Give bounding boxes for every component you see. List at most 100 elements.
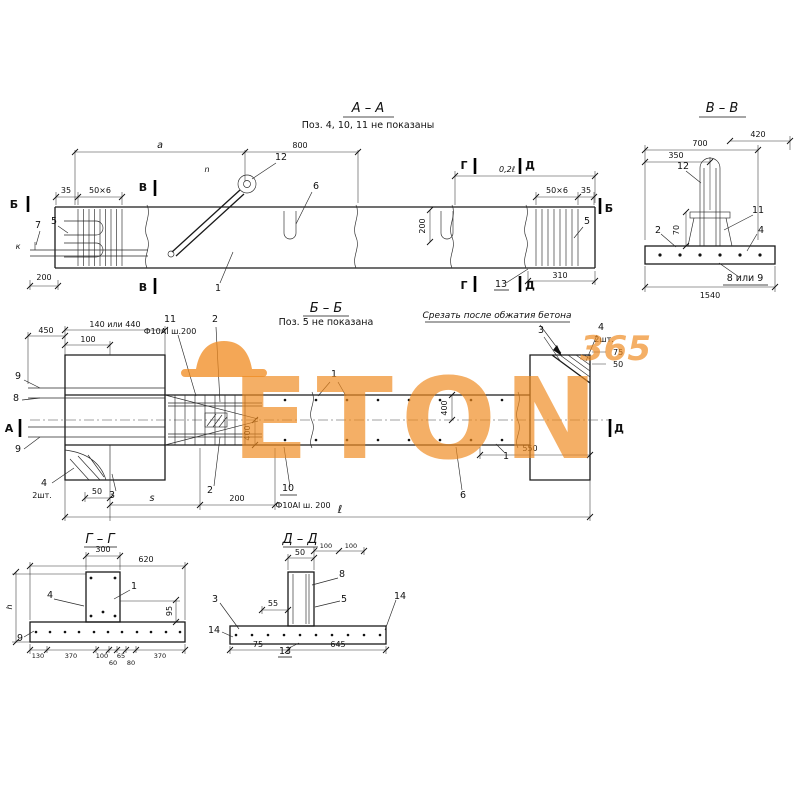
pos-8: 8 (13, 393, 19, 404)
section-bb: Б – Б Поз. 5 не показана Срезать после о… (5, 301, 624, 521)
extension-lines (29, 150, 596, 290)
dim-550: 550 (522, 444, 537, 453)
leader-lines (219, 577, 397, 649)
dimension-lines (30, 151, 595, 287)
beam-outline (54, 206, 596, 269)
watermark-number: 365 (580, 329, 651, 369)
section-vv: В – В 700 420 350 70 12 11 2 4 8 или 9 1… (641, 101, 794, 300)
dim-620: 620 (138, 555, 153, 564)
pos-10-spec: Ф10АI ш. 200 (275, 501, 330, 510)
dim-chain-370a: 370 (65, 652, 77, 660)
pos-3-bottom: 3 (109, 490, 115, 501)
right-end-stirrups (535, 209, 579, 266)
pos-4-right-qty: 2шт. (594, 335, 614, 344)
dim-35-right: 35 (581, 186, 591, 195)
section-aa-title: А – А (351, 101, 385, 116)
pos-8-or-9: 8 или 9 (727, 273, 764, 284)
section-dd: Д – Д 50 100 100 8 5 3 14 14 13 55 75 64… (208, 532, 406, 658)
pos-6: 6 (460, 490, 466, 501)
dim-55: 55 (268, 599, 278, 608)
pos-4-right: 4 (598, 322, 604, 333)
strand-lines (28, 387, 165, 438)
dim-350: 350 (668, 151, 683, 160)
pos-5-right: 5 (584, 216, 590, 227)
dim-k: к (16, 242, 21, 251)
pos-2-top: 2 (212, 314, 218, 325)
dim-100: 100 (80, 335, 95, 344)
stirrup-hooks (283, 211, 454, 240)
marker-b-left: Б (10, 198, 18, 211)
left-end-stirrups (77, 209, 123, 266)
dim-ticks (26, 148, 599, 290)
pos-2-bottom: 2 (207, 485, 213, 496)
pos-4: 4 (47, 590, 53, 601)
flange-rebar-dots (234, 633, 382, 637)
dim-ticks (641, 137, 794, 291)
corner-arc-hatch (64, 445, 111, 481)
dim-75: 75 (253, 640, 263, 649)
dim-s: s (150, 493, 155, 504)
dim-95: 95 (165, 606, 174, 616)
pos-9-bottom: 9 (15, 444, 21, 455)
marker-d-right: Д (614, 422, 624, 435)
dim-700: 700 (692, 139, 707, 148)
break-lines (145, 204, 528, 269)
section-vv-title: В – В (706, 101, 739, 116)
leader-lines (23, 589, 131, 638)
pos-13: 13 (495, 279, 507, 290)
dim-200-left: 200 (36, 273, 51, 282)
dim-35-left: 35 (61, 186, 71, 195)
extension-lines (12, 552, 186, 654)
pos-5-left: 5 (51, 216, 57, 227)
dimension-lines (15, 555, 185, 651)
marker-b-right: Б (605, 202, 613, 215)
stem-outline (287, 571, 315, 627)
dim-chain-370b: 370 (154, 652, 166, 660)
dim-140-or-440: 140 или 440 (89, 320, 140, 329)
extension-lines (27, 326, 591, 521)
pos-11: 11 (164, 314, 176, 325)
dim-75: 75 (613, 348, 623, 357)
dim-02l: 0,2ℓ (499, 165, 515, 174)
pos-4-left-qty: 2шт. (32, 491, 52, 500)
section-gg-title: Г – Г (85, 532, 116, 547)
dim-chain-130: 130 (32, 652, 44, 660)
hardhat-icon (181, 341, 267, 377)
slab-outline (644, 245, 776, 265)
dim-50-right: 50 (613, 360, 623, 369)
dim-400-b: 400 (440, 400, 449, 415)
extension-lines (229, 547, 387, 654)
section-cut-marks (18, 419, 612, 437)
section-bb-note: Поз. 5 не показана (279, 317, 374, 328)
pos-12: 12 (677, 161, 689, 172)
dim-50x6-right: 50×6 (546, 186, 568, 195)
pos-11-spec: Ф10АI ш.200 (144, 327, 197, 336)
pos-4: 4 (758, 225, 764, 236)
web-rebar-dots (89, 576, 117, 618)
dim-ticks (226, 547, 390, 654)
taper-lines (164, 394, 259, 446)
dim-h: h (5, 604, 14, 609)
pos-1: 1 (215, 283, 221, 294)
section-cut-marks (26, 158, 602, 294)
web-outline (85, 571, 121, 623)
strand-ends (30, 242, 148, 257)
marker-g-bottom: Г (460, 279, 467, 292)
dim-200-vert: 200 (418, 218, 427, 233)
anchor-plate (689, 211, 731, 219)
pos-9-top: 9 (15, 371, 21, 382)
section-dd-title: Д – Д (281, 532, 317, 547)
rebar-dots (283, 398, 504, 442)
pos-6: 6 (313, 181, 319, 192)
dim-chain-100: 100 (96, 652, 108, 660)
flange-outline (29, 621, 186, 643)
pos-14-left: 14 (208, 625, 220, 636)
dim-200: 200 (229, 494, 244, 503)
section-aa-note: Поз. 4, 10, 11 не показаны (302, 120, 435, 131)
section-bb-title: Б – Б (310, 301, 343, 316)
pos-12: 12 (275, 152, 287, 163)
dim-100-b: 100 (345, 542, 357, 550)
pos-14-right: 14 (394, 591, 406, 602)
pos-2: 2 (655, 225, 661, 236)
